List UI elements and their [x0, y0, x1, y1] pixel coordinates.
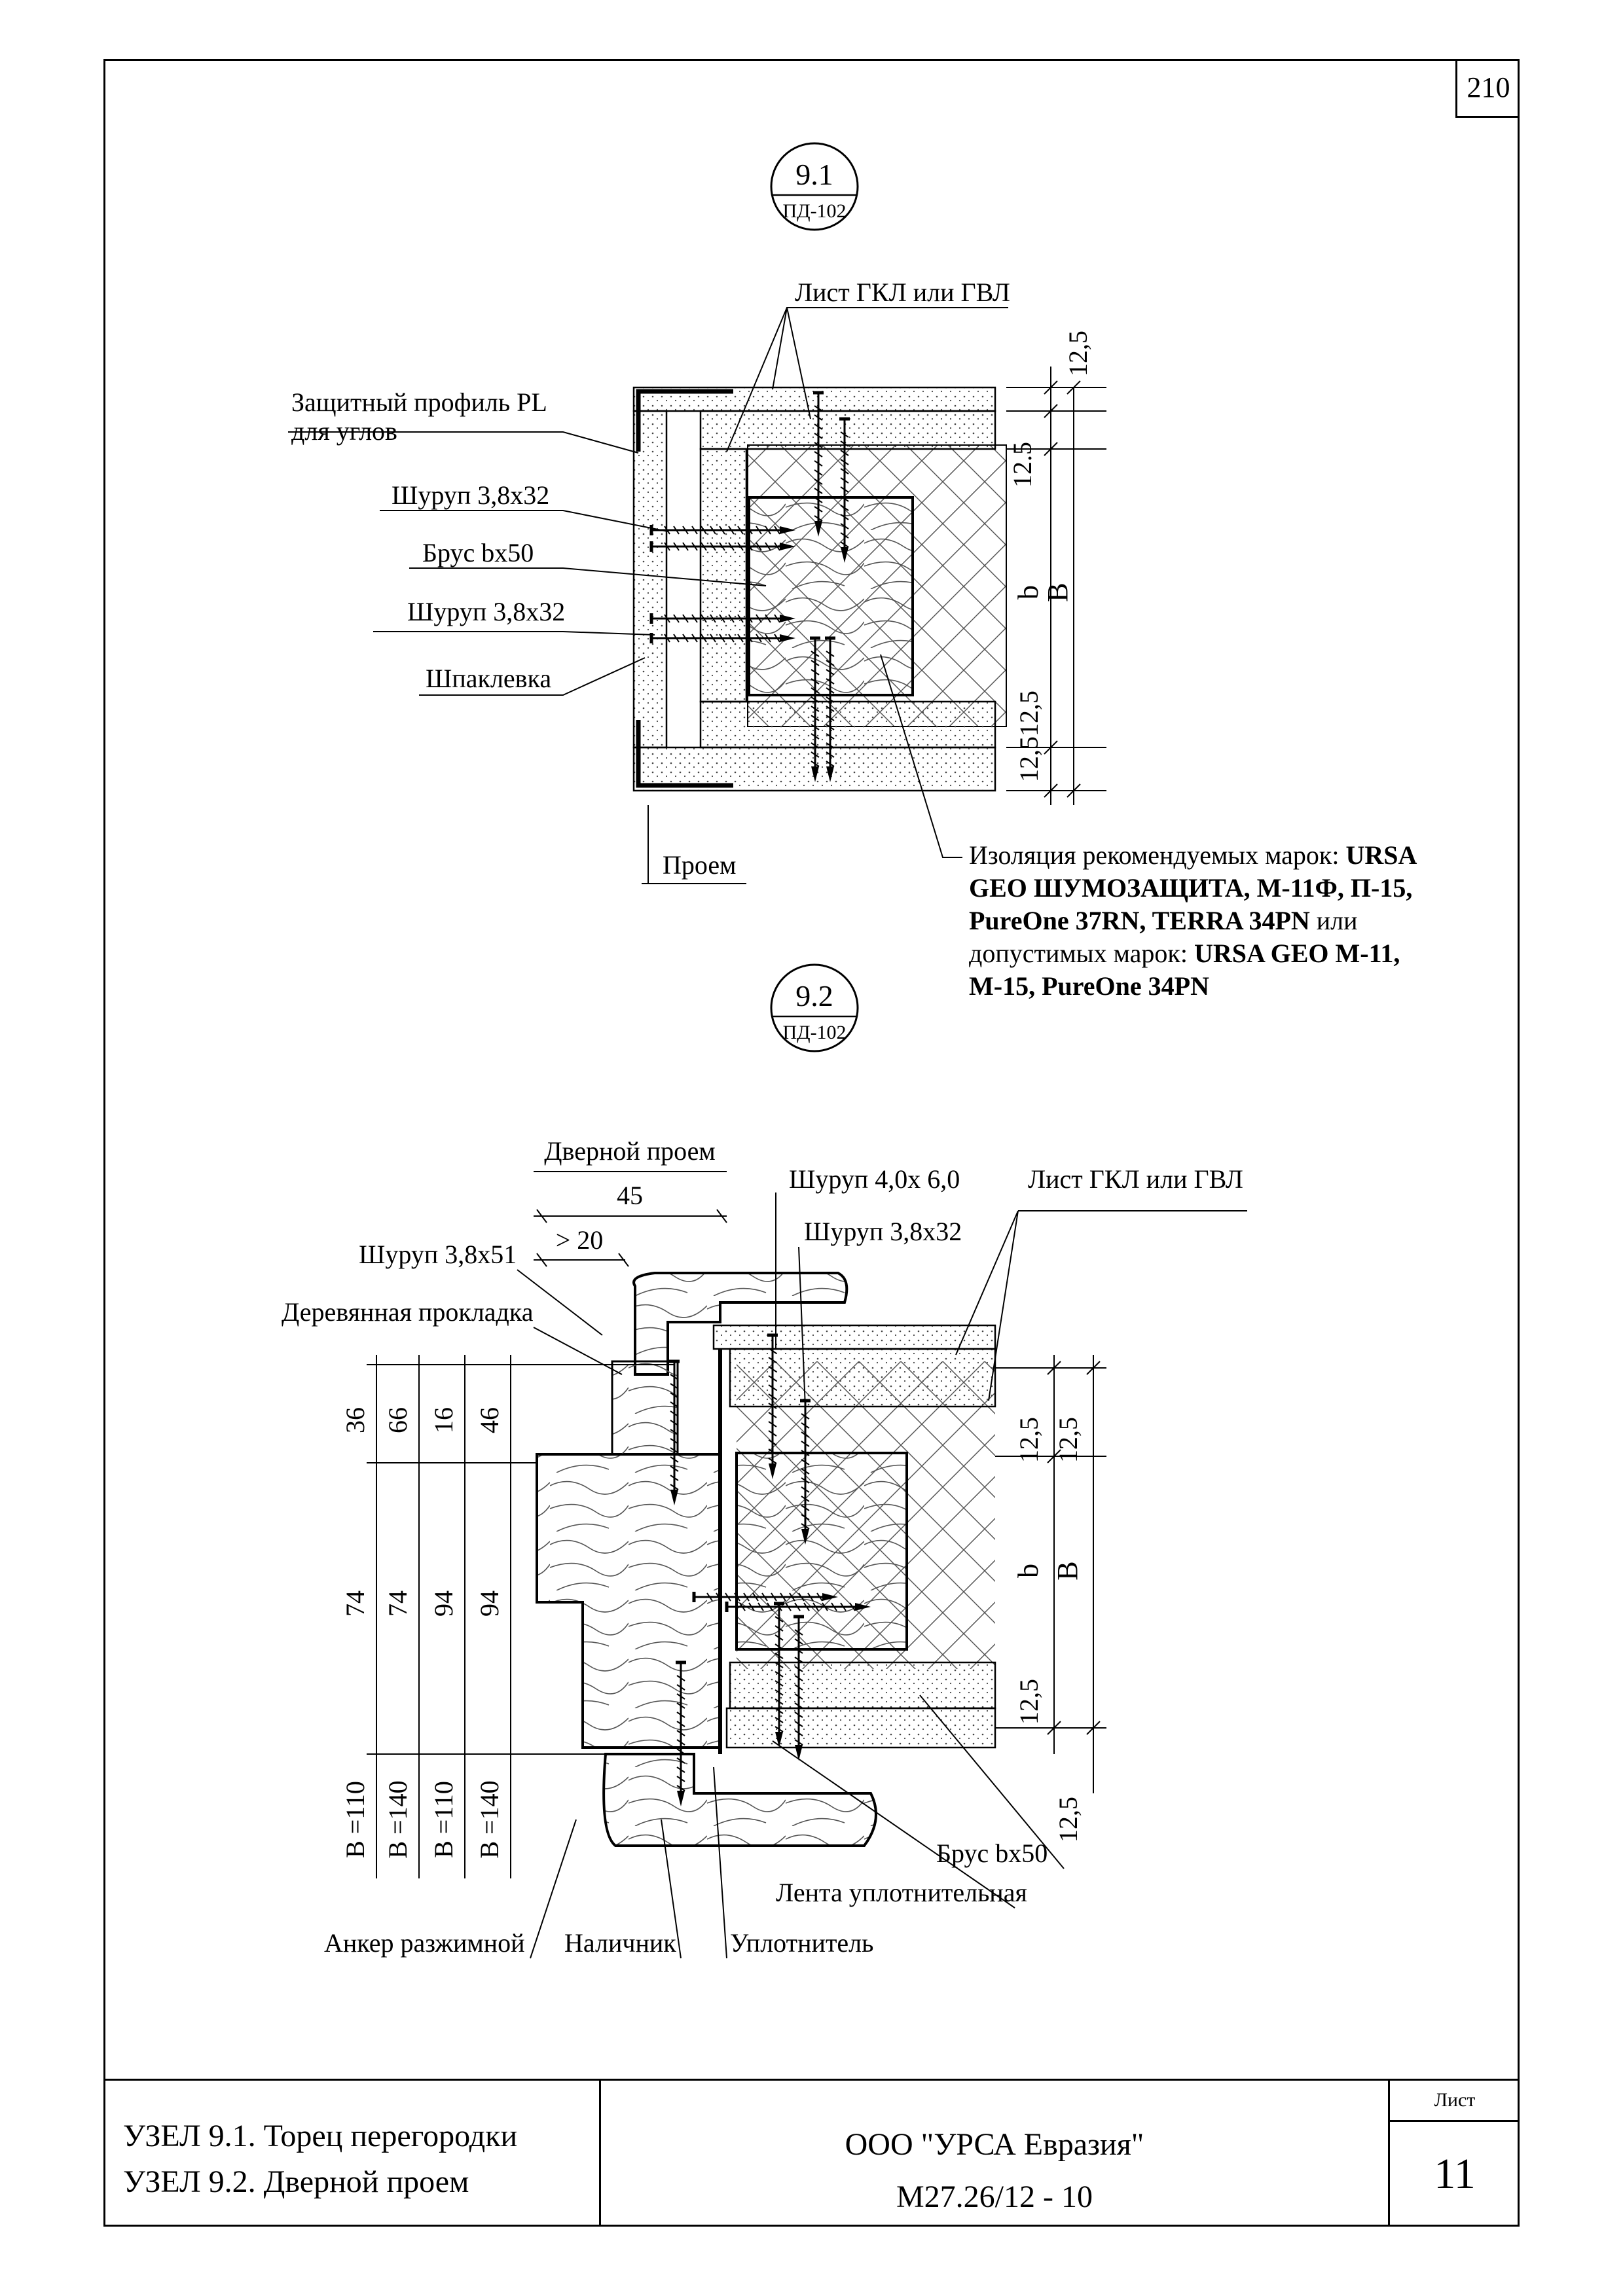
dim-right-3: 12,5	[1014, 1679, 1044, 1725]
dim-20: > 20	[556, 1225, 604, 1255]
dim-left-top-2: 66	[383, 1407, 412, 1433]
dim-upper: 12.5	[1008, 442, 1037, 488]
title-block-titles: УЗЕЛ 9.1. Торец перегородки УЗЕЛ 9.2. Дв…	[103, 2081, 601, 2227]
dims-right-9-2	[995, 1355, 1106, 1793]
dim-lower-a: 12,512,5	[1014, 691, 1044, 782]
node-marker-9-2: 9.2 ПД-102	[770, 963, 859, 1052]
dim-left-top-3: 16	[429, 1407, 458, 1433]
label-sealing-tape: Лента уплотнительная	[776, 1878, 1027, 1907]
insulation-line-5: М-15, PureOne 34PN	[969, 971, 1209, 1001]
node-9-2: 9.2 ПД-102	[282, 963, 1247, 1959]
dim-left-mid-4: 94	[475, 1590, 504, 1617]
label-door-opening: Дверной проем	[544, 1136, 715, 1166]
dim-right-4: 12,5	[1053, 1797, 1083, 1842]
leaders-9-1	[288, 307, 1008, 884]
label-anchor: Анкер разжимной	[324, 1928, 524, 1958]
dim-right-B: B	[1051, 1561, 1084, 1580]
title-block-org: ООО "УРСА Евразия" М27.26/12 - 10	[601, 2081, 1390, 2227]
label-wood-pad: Деревянная прокладка	[282, 1297, 534, 1327]
dim-right-1: 12,5	[1014, 1417, 1044, 1463]
insulation-line-2: GEO ШУМОЗАЩИТА, М-11Ф, П-15,	[969, 873, 1412, 903]
label-corner-profile-2: для углов	[291, 416, 397, 446]
dim-left-mid-3: 94	[429, 1590, 458, 1617]
dim-left-bot-1: В =110	[340, 1781, 370, 1858]
label-trim: Наличник	[564, 1928, 676, 1958]
title-block-sheet: Лист 11	[1390, 2081, 1520, 2227]
wall-section-9-1	[632, 386, 1007, 792]
label-screw-2: Шуруп 3,8х32	[407, 597, 565, 626]
sheet-number-top: 210	[1455, 59, 1520, 118]
label-putty: Шпаклевка	[426, 664, 551, 693]
dims-9-1	[1006, 367, 1106, 805]
insulation-line-3: PureOne 37RN, TERRA 34PN или	[969, 906, 1358, 935]
marker-ref: ПД-102	[782, 200, 846, 222]
dim-right-b: b	[1012, 1564, 1044, 1578]
marker-ref: ПД-102	[782, 1022, 846, 1043]
dim-left-bot-2: В =140	[383, 1780, 412, 1858]
drawing-frame	[103, 59, 1520, 2227]
dims-top-9-2	[534, 1171, 727, 1267]
dim-left-bot-4: В =140	[475, 1780, 504, 1858]
dim-left-top-4: 46	[475, 1407, 504, 1433]
label-sheet-gkl: Лист ГКЛ или ГВЛ	[795, 278, 1010, 307]
sheet-number: 11	[1434, 2150, 1476, 2198]
insulation-line-1: Изоляция рекомендуемых марок: URSA	[969, 840, 1417, 870]
marker-number: 9.1	[795, 158, 833, 191]
dim-right-2: 12,5	[1053, 1417, 1083, 1463]
insulation-note: Изоляция рекомендуемых марок: URSA GEO Ш…	[969, 840, 1417, 1001]
org-name: ООО "УРСА Евразия"	[845, 2127, 1144, 2162]
label-screw-38x32: Шуруп 3,8х32	[804, 1217, 962, 1246]
label-seal: Уплотнитель	[730, 1928, 873, 1958]
label-opening: Проем	[663, 850, 736, 880]
marker-number: 9.2	[795, 979, 833, 1013]
dims-left-9-2	[367, 1355, 674, 1878]
label-screw-38x51: Шуруп 3,8х51	[359, 1240, 517, 1269]
dim-B: B	[1042, 583, 1074, 601]
sheet-label: Лист	[1390, 2081, 1520, 2122]
label-screw-40x60: Шуруп 4,0х 6,0	[789, 1164, 960, 1194]
label-sheet-gkl: Лист ГКЛ или ГВЛ	[1028, 1164, 1243, 1194]
label-beam: Брус bх50	[936, 1839, 1048, 1868]
insulation-line-4: допустимых марок: URSA GEO М-11,	[969, 939, 1400, 968]
title-block: УЗЕЛ 9.1. Торец перегородки УЗЕЛ 9.2. Дв…	[103, 2079, 1520, 2227]
dim-left-bot-3: В =110	[429, 1781, 458, 1858]
dim-left-mid-2: 74	[383, 1590, 412, 1617]
label-beam: Брус bх50	[422, 538, 534, 567]
node-marker-9-1: 9.1 ПД-102	[770, 142, 859, 231]
leaders-9-2	[517, 1193, 1247, 1959]
dim-top: 12,5	[1063, 331, 1093, 376]
title-line-1: УЗЕЛ 9.1. Торец перегородки	[123, 2119, 518, 2153]
node-9-1: 9.1 ПД-102	[288, 142, 1417, 1001]
dim-45: 45	[617, 1181, 643, 1210]
dim-b: b	[1012, 585, 1044, 600]
dim-left-top-1: 36	[340, 1407, 370, 1433]
label-corner-profile-1: Защитный профиль PL	[291, 387, 547, 417]
door-section-9-2	[536, 1272, 996, 1847]
doc-code: М27.26/12 - 10	[896, 2179, 1093, 2214]
label-screw-1: Шуруп 3,8х32	[392, 480, 549, 510]
title-line-2: УЗЕЛ 9.2. Дверной проем	[123, 2164, 469, 2199]
dim-left-mid-1: 74	[340, 1590, 370, 1617]
